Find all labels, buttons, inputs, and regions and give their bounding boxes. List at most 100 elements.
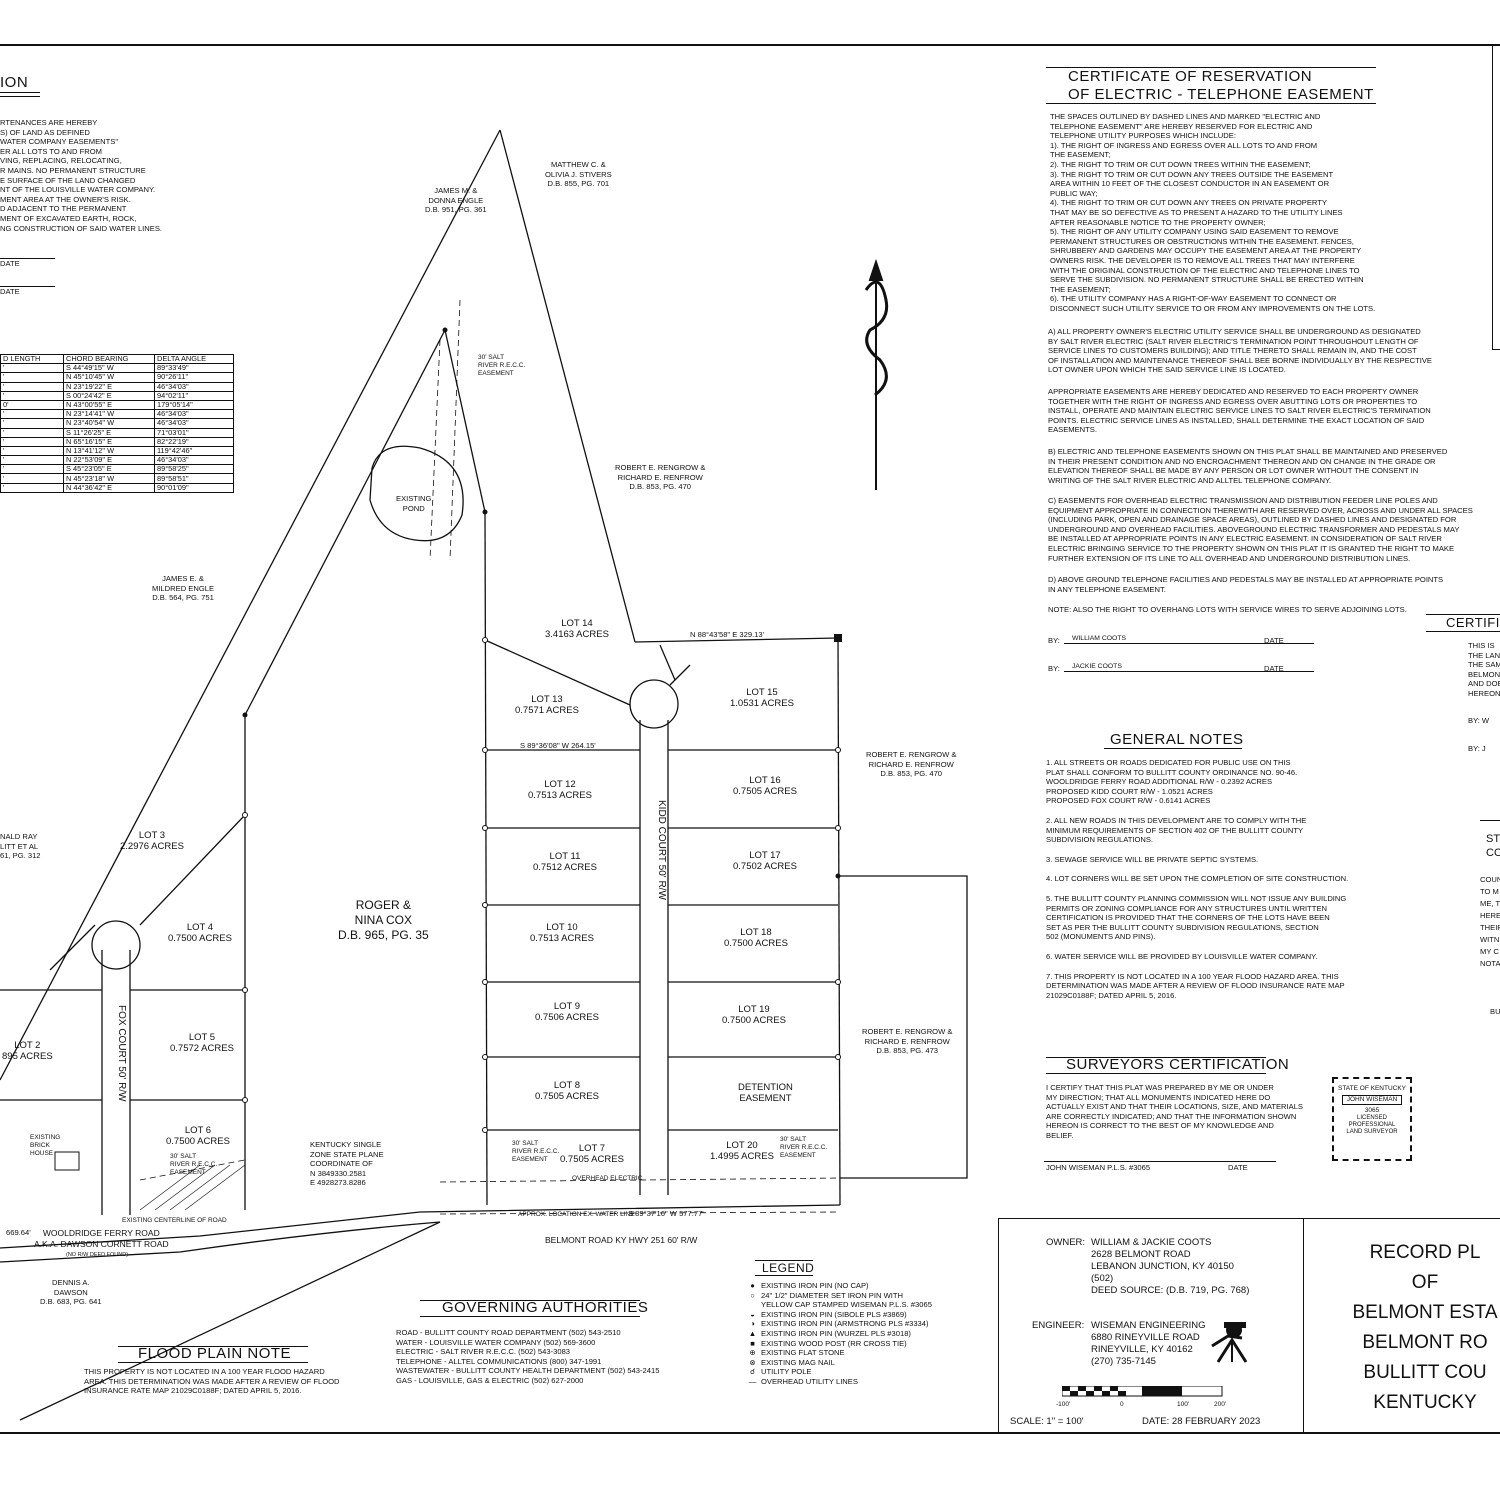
general-note-4: 4. LOT CORNERS WILL BE SET UPON THE COMP…: [1046, 874, 1349, 884]
hatch: [154, 1164, 216, 1211]
legend-item: ⊗EXISTING MAG NAIL: [744, 1358, 984, 1368]
lot-line: [659, 644, 676, 681]
owner-renfrow-2: ROBERT E. RENGROW & RICHARD E. RENFROW D…: [866, 750, 957, 779]
sig1-date: DATE: [1264, 636, 1284, 645]
sig2-line: [1064, 671, 1314, 672]
existing-pond-label: EXISTING POND: [396, 494, 432, 513]
general-notes-list: 1. ALL STREETS OR ROADS DEDICATED FOR PU…: [1046, 758, 1386, 1000]
iron-pin: [442, 327, 448, 333]
record-title-line: BELMONT ESTA: [1352, 1302, 1498, 1323]
belmont-road-edge: [0, 1204, 841, 1249]
scale-label-neg: -100': [1056, 1401, 1071, 1408]
state-plane-coord: KENTUCKY SINGLE ZONE STATE PLANE COORDIN…: [310, 1140, 384, 1188]
inner-diagonal-line2: [444, 329, 486, 513]
legend-symbol-icon: —: [748, 1376, 757, 1386]
seal-line: 3065: [1364, 1107, 1380, 1114]
legend-item: ◑EXISTING IRON PIN (ARMSTRONG PLS #3334): [744, 1319, 984, 1329]
right-certif-title: CERTIFIC: [1446, 615, 1500, 630]
curve-delta-cell: 90°01'09": [154, 482, 234, 493]
right-box-rule: [1480, 820, 1500, 821]
set-pin: [482, 979, 488, 985]
legend-item: ●EXISTING IRON PIN (NO CAP): [744, 1281, 984, 1291]
certificate-note: NOTE: ALSO THE RIGHT TO OVERHANG LOTS WI…: [1048, 605, 1407, 614]
set-pin: [482, 747, 488, 753]
lot14-north-bearing: N 88°43'58" E 329.13': [690, 630, 765, 639]
general-note-6: 6. WATER SERVICE WILL BE PROVIDED BY LOU…: [1046, 951, 1318, 961]
seal-line: LICENSED: [1356, 1115, 1387, 1121]
legend-symbol-icon: ●: [750, 1281, 755, 1290]
legend-label: OVERHEAD UTILITY LINES: [761, 1376, 858, 1386]
right-misc: COUN TO M ME, T HERE THEIR WITNE MY C NO…: [1480, 875, 1500, 968]
governing-item: ELECTRIC - SALT RIVER R.E.C.C. (502) 543…: [396, 1347, 571, 1357]
owner-james-e-engle: JAMES E. & MILDRED ENGLE D.B. 564, PG. 7…: [152, 574, 215, 603]
wooldridge-length: 669.64': [6, 1228, 31, 1237]
set-pin: [242, 812, 248, 818]
owner-dennis-dawson: DENNIS A. DAWSON D.B. 683, PG. 641: [40, 1278, 102, 1307]
recc-easement-label-lot6: 30' SALT RIVER R.E.C.C. EASEMENT: [170, 1153, 218, 1176]
governing-item: GAS - LOUISVILLE, GAS & ELECTRIC (502) 6…: [396, 1375, 584, 1385]
surveyor-rule: [1046, 1057, 1266, 1058]
recc-easement-label: 30' SALT RIVER R.E.C.C. EASEMENT: [478, 354, 526, 377]
legend-item: ⊕EXISTING FLAT STONE: [744, 1348, 984, 1358]
general-notes-title: GENERAL NOTES: [1110, 731, 1244, 748]
title-block-right: [1303, 1218, 1500, 1434]
surveyor-sig-line: [1044, 1161, 1276, 1162]
overhead-electric-line: [439, 1177, 841, 1183]
fox-easement: [139, 1159, 246, 1181]
owner-donald: NALD RAY LITT ET AL 61, PG. 312: [0, 832, 41, 861]
sig2-by: BY:: [1048, 664, 1060, 673]
nw-boundary-line: [0, 129, 501, 1081]
governing-item: TELEPHONE - ALLTEL COMMUNICATIONS (800) …: [396, 1356, 602, 1366]
governing-title: GOVERNING AUTHORITIES: [442, 1299, 649, 1316]
right-bu: BU: [1490, 1007, 1500, 1016]
scale-label-100: 100': [1177, 1401, 1190, 1408]
curve-table: D LENGTH CHORD BEARING DELTA ANGLE 'S 44…: [0, 353, 234, 493]
governing-item: WASTEWATER - BULLITT COUNTY HEALTH DEPAR…: [396, 1366, 660, 1376]
record-title-line: BULLITT COU: [1363, 1362, 1487, 1383]
general-note-7: 7. THIS PROPERTY IS NOT LOCATED IN A 100…: [1046, 971, 1345, 1000]
general-note-2: 2. ALL NEW ROADS IN THIS DEVELOPMENT ARE…: [1046, 815, 1307, 845]
flood-rule2: [118, 1362, 308, 1363]
set-pin: [835, 747, 841, 753]
stivers-boundary: [499, 129, 636, 643]
existing-house-shape: [54, 1151, 80, 1171]
iron-pin: [835, 873, 841, 879]
surveyor-body: I CERTIFY THAT THIS PLAT WAS PREPARED BY…: [1046, 1083, 1303, 1140]
record-title-line: RECORD PL: [1369, 1242, 1481, 1263]
reservation-text: RTENANCES ARE HEREBY S) OF LAND AS DEFIN…: [0, 118, 163, 233]
reservation-date1: DATE: [0, 259, 20, 268]
frame-top-line: [0, 44, 1500, 46]
scale-text: SCALE: 1" = 100': [1010, 1416, 1084, 1427]
sig2-name: JACKIE COOTS: [1072, 663, 1122, 670]
legend-item: — OVERHEAD UTILITY LINES: [744, 1377, 984, 1387]
east-lot-outline: [838, 875, 968, 1179]
governing-rule: [420, 1300, 640, 1301]
iron-pin: [482, 509, 488, 515]
set-pin: [482, 1054, 488, 1060]
sig1-by: BY:: [1048, 636, 1060, 645]
recc-easement-label-lot20: 30' SALT RIVER R.E.C.C. EASEMENT: [780, 1136, 828, 1159]
kidd-court-label: KIDD COURT 50' R/W: [656, 800, 667, 900]
date-text: DATE: 28 FEBRUARY 2023: [1142, 1416, 1261, 1427]
reservation-date2: DATE: [0, 287, 20, 296]
surveyor-title: SURVEYORS CERTIFICATION: [1066, 1056, 1290, 1073]
north-arrow: [864, 258, 889, 490]
inner-diagonal-line: [244, 329, 446, 716]
flood-title: FLOOD PLAIN NOTE: [138, 1345, 292, 1362]
set-pin: [835, 1054, 841, 1060]
legend-rule: [755, 1260, 813, 1261]
legend-symbol-icon: ◒: [750, 1309, 755, 1319]
lot-line: [49, 924, 96, 971]
kidd-cul-de-sac: [629, 679, 679, 729]
seal-line: JOHN WISEMAN: [1342, 1095, 1402, 1105]
